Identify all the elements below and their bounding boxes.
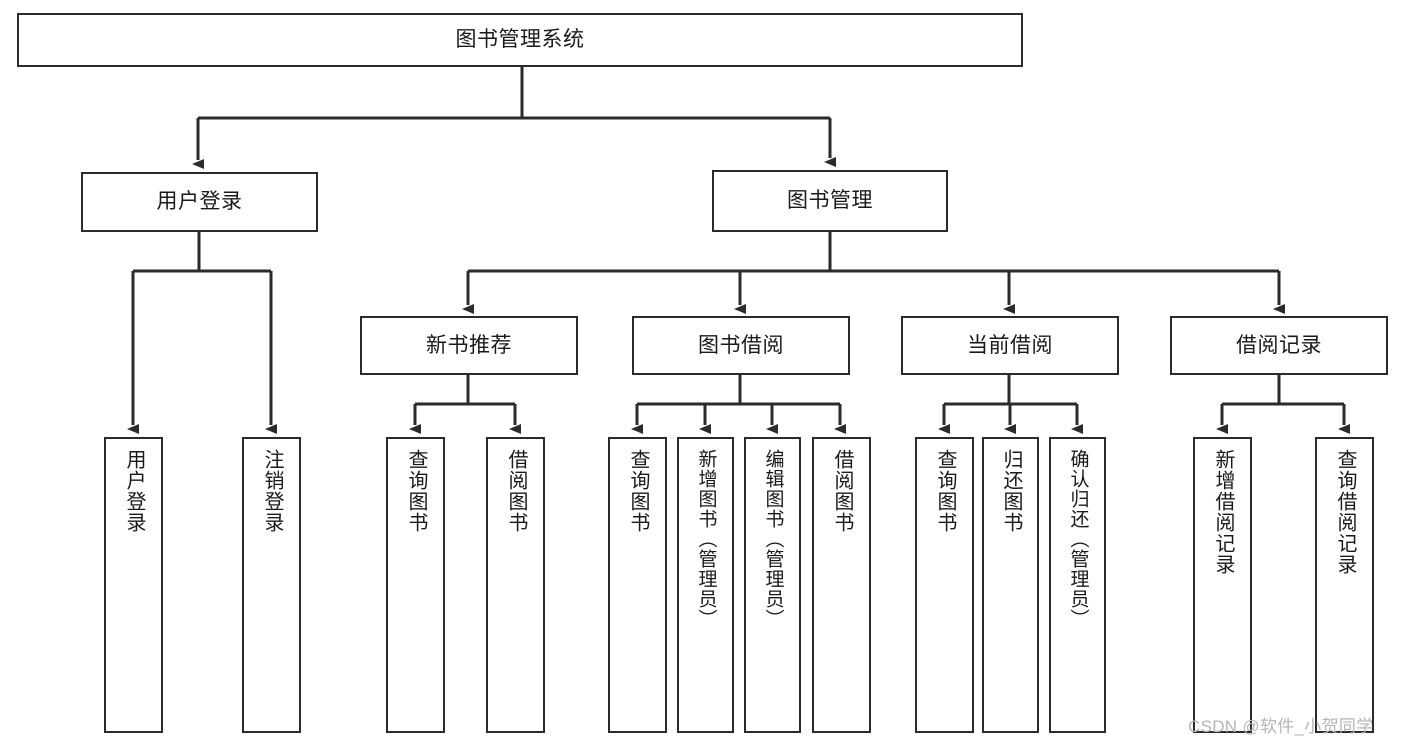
node-current-borrow[interactable]: 当前借阅 — [901, 316, 1119, 375]
node-new-book-recommend[interactable]: 新书推荐 — [360, 316, 578, 375]
node-leaf-confirm-return[interactable]: 确认归还（管理员） — [1049, 437, 1106, 733]
node-leaf-borrow-book-1[interactable]: 借阅图书 — [486, 437, 545, 733]
node-leaf-query-book-3[interactable]: 查询图书 — [915, 437, 974, 733]
node-label: 新增图书（管理员） — [695, 449, 717, 629]
node-leaf-return-book[interactable]: 归还图书 — [982, 437, 1039, 733]
node-label: 查询图书 — [405, 449, 427, 533]
node-borrow-record[interactable]: 借阅记录 — [1170, 316, 1388, 375]
node-label: 用户登录 — [123, 449, 145, 533]
node-leaf-logout[interactable]: 注销登录 — [242, 437, 301, 733]
node-label: 注销登录 — [261, 449, 283, 533]
node-leaf-add-book[interactable]: 新增图书（管理员） — [677, 437, 734, 733]
node-label: 查询图书 — [627, 449, 649, 533]
node-label: 图书借阅 — [698, 333, 784, 357]
node-label: 用户登录 — [156, 190, 243, 214]
node-label: 编辑图书（管理员） — [762, 449, 784, 629]
node-label: 图书管理系统 — [455, 28, 585, 52]
node-leaf-borrow-book-2[interactable]: 借阅图书 — [812, 437, 871, 733]
node-label: 查询借阅记录 — [1334, 449, 1356, 575]
node-leaf-query-book-2[interactable]: 查询图书 — [608, 437, 667, 733]
node-book-management[interactable]: 图书管理 — [712, 170, 948, 232]
node-label: 借阅图书 — [505, 449, 527, 533]
node-leaf-edit-book[interactable]: 编辑图书（管理员） — [744, 437, 801, 733]
node-leaf-user-login[interactable]: 用户登录 — [104, 437, 163, 733]
node-label: 图书管理 — [787, 189, 873, 213]
node-label: 新书推荐 — [426, 333, 512, 357]
node-label: 归还图书 — [1000, 449, 1022, 533]
node-label: 新增借阅记录 — [1212, 449, 1234, 575]
node-label: 借阅图书 — [831, 449, 853, 533]
node-leaf-query-record[interactable]: 查询借阅记录 — [1315, 437, 1374, 733]
watermark-text: CSDN @软件_小贺同学 — [1188, 717, 1374, 736]
node-book-borrow[interactable]: 图书借阅 — [632, 316, 850, 375]
node-leaf-query-book-1[interactable]: 查询图书 — [386, 437, 445, 733]
node-label: 借阅记录 — [1236, 333, 1322, 357]
node-label: 确认归还（管理员） — [1067, 449, 1089, 629]
node-leaf-add-record[interactable]: 新增借阅记录 — [1193, 437, 1252, 733]
node-system-root[interactable]: 图书管理系统 — [17, 13, 1023, 67]
node-label: 查询图书 — [934, 449, 956, 533]
node-label: 当前借阅 — [967, 333, 1053, 357]
node-user-login[interactable]: 用户登录 — [81, 172, 318, 232]
